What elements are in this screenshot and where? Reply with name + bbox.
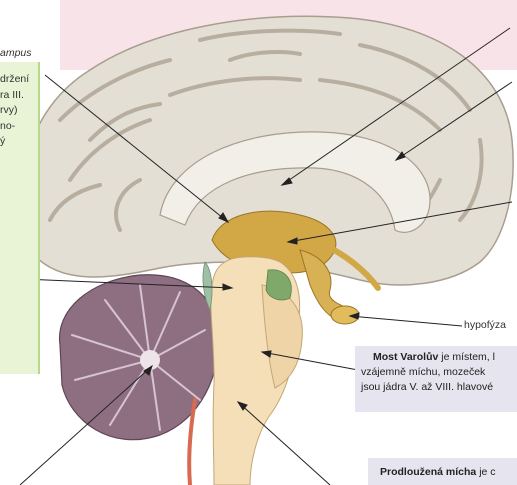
left-info-line-5: ý xyxy=(0,134,29,150)
left-info-text: držení ra III. rvy) no- ý xyxy=(0,72,29,150)
pons-line1-rest: je místem, l xyxy=(438,351,495,363)
pons-info-box: Most Varolův je místem, l vzájemně míchu… xyxy=(355,346,517,412)
pons-info-line-2: vzájemně míchu, mozeček xyxy=(361,365,511,380)
left-info-line-1: držení xyxy=(0,72,29,88)
left-info-line-3: rvy) xyxy=(0,103,29,119)
medulla-term: Prodloužená mícha xyxy=(380,466,476,478)
label-hippocampus: ampus xyxy=(0,46,32,60)
pons-info-line-3: jsou jádra V. až VIII. hlavové xyxy=(361,380,511,395)
left-info-line-4: no- xyxy=(0,119,29,135)
medulla-rest: je c xyxy=(476,466,495,478)
medulla-info-box: Prodloužená mícha je c xyxy=(368,458,517,485)
label-hypofyza: hypofýza xyxy=(464,318,506,332)
pons-term: Most Varolův xyxy=(373,351,438,363)
medulla-info-line-1: Prodloužená mícha je c xyxy=(374,465,511,480)
pons-info-line-1: Most Varolův je místem, l xyxy=(361,350,511,365)
left-info-line-2: ra III. xyxy=(0,88,29,104)
